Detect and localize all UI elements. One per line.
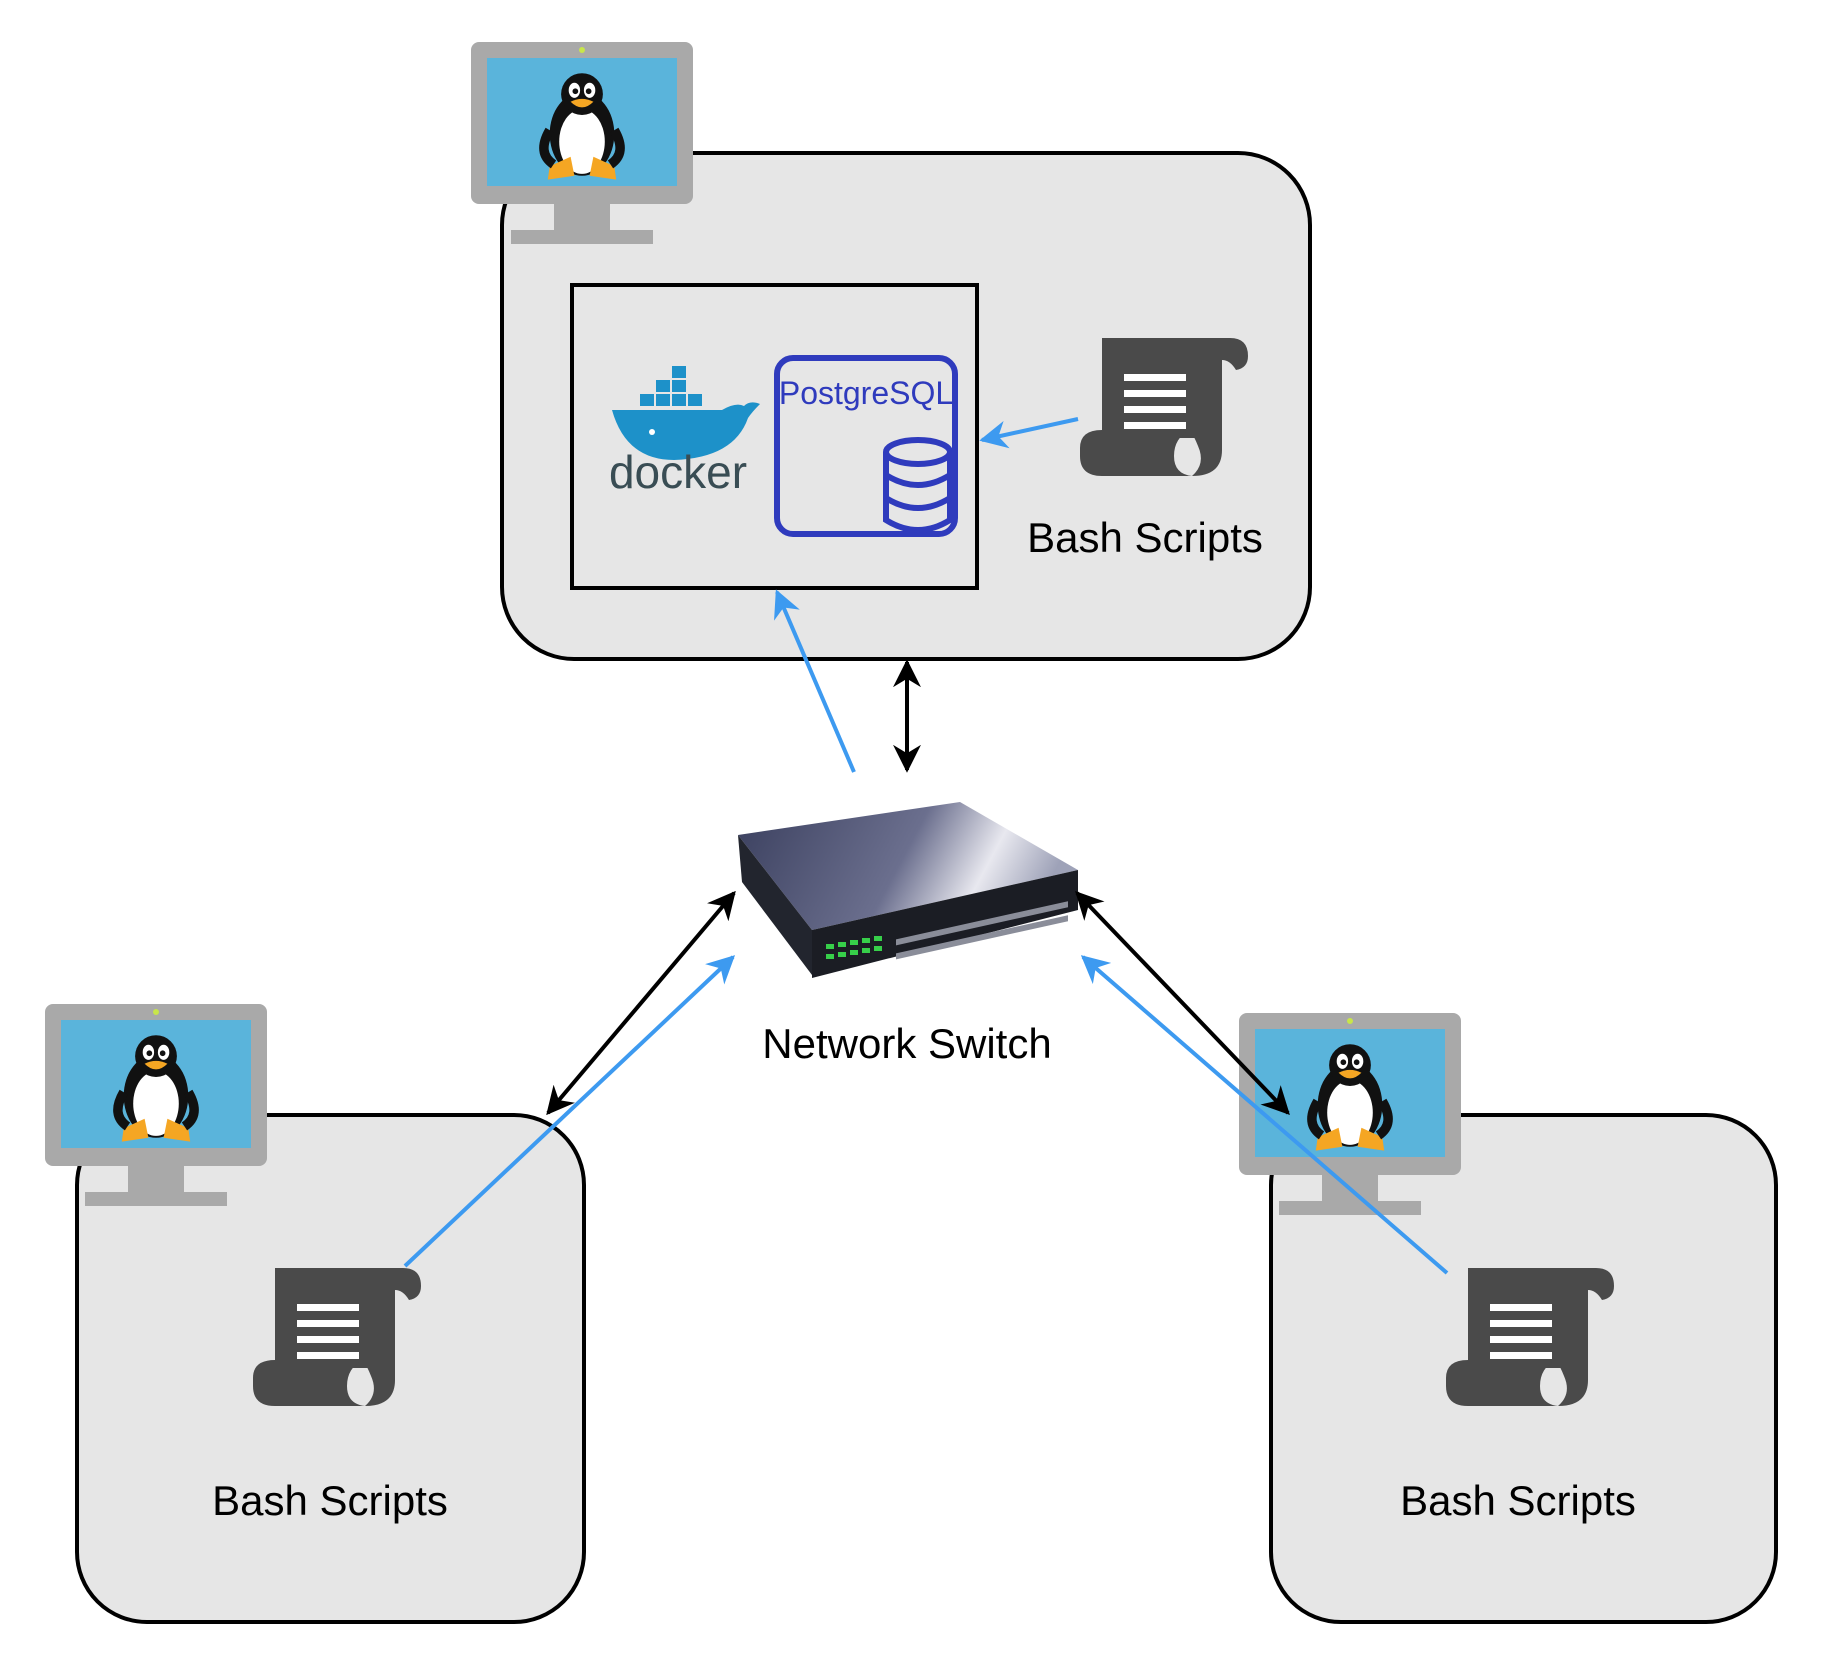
flow-right-scripts-to-switch: [1080, 955, 1449, 1275]
docker-label: docker: [609, 446, 747, 498]
database-icon: [883, 437, 953, 533]
postgresql-label: PostgreSQL: [779, 375, 953, 411]
server-scripts-label: Bash Scripts: [1027, 514, 1263, 561]
flow-switch-to-postgresql: [774, 589, 856, 773]
flow-scripts-to-postgresql: [979, 417, 1079, 449]
link-switch-left-host: [546, 890, 736, 1116]
left-host: Bash Scripts: [45, 1004, 586, 1624]
flow-left-scripts-to-switch: [403, 955, 736, 1268]
right-scripts-label: Bash Scripts: [1400, 1477, 1636, 1524]
network-switch-label: Network Switch: [762, 1020, 1051, 1067]
postgresql-frame: [774, 355, 958, 537]
network-switch-icon: [738, 802, 1078, 978]
server-host: docker PostgreSQL Bash Scripts: [471, 42, 1312, 661]
postgresql-database: PostgreSQL: [774, 355, 958, 537]
link-switch-right-host: [1075, 890, 1290, 1116]
left-scripts-label: Bash Scripts: [212, 1477, 448, 1524]
docker-whale-icon: [612, 366, 760, 460]
right-host: Bash Scripts: [1239, 1013, 1778, 1624]
